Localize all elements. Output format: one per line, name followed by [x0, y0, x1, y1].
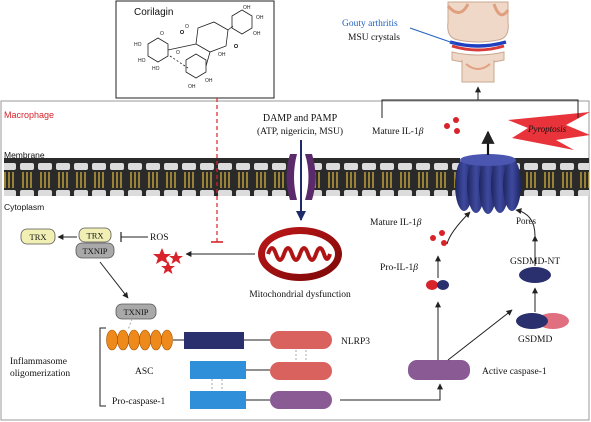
knee-joint-icon	[446, 1, 510, 83]
nlrp3-pyd-domain	[270, 331, 332, 349]
trx-free-pill: TRX	[20, 228, 56, 245]
svg-text:OH: OH	[243, 5, 251, 11]
procaspase-domain	[270, 391, 332, 409]
nt-to-pore-arrow-2	[515, 208, 536, 237]
msu-pointer-line	[409, 27, 457, 45]
svg-text:OH: OH	[253, 31, 261, 37]
svg-text:OH: OH	[188, 84, 196, 90]
procaspase-label: Pro-caspase-1	[112, 397, 166, 407]
asc-card-domain	[190, 361, 246, 379]
mature-il1b-mid-icon	[430, 230, 447, 246]
nlrp3-lrr-domain	[106, 329, 173, 351]
txnip-free-label: TXNIP	[123, 307, 148, 317]
macrophage-label: Macrophage	[4, 110, 54, 120]
nlrp3-nacht-domain	[184, 332, 244, 349]
asc-pyd-domain	[270, 362, 332, 380]
cell-membrane	[4, 158, 589, 196]
txnip-link-dash	[127, 318, 133, 331]
txnip-free-pill: TXNIP	[115, 303, 157, 320]
pores-label: Pores	[516, 216, 536, 226]
svg-text:O: O	[160, 31, 164, 37]
msu-crystals-label: MSU crystals	[348, 33, 400, 43]
svg-text:HO: HO	[138, 58, 146, 64]
caspase-to-gsdmd-arrow	[447, 309, 513, 361]
inflammasome-title-1: Inflammasome	[10, 356, 67, 367]
gsdmd-pore-icon	[455, 154, 521, 214]
svg-text:OH: OH	[256, 15, 264, 21]
active-caspase-shape	[408, 360, 470, 380]
mature-il1b-mid-label: Mature IL-1β	[370, 218, 422, 228]
inflammasome-bracket	[99, 327, 106, 407]
gsdmd-full-icon	[516, 313, 569, 329]
damp-pamp-title: DAMP and PAMP	[263, 113, 338, 124]
release-bracket	[381, 99, 579, 118]
svg-text:HO: HO	[134, 42, 142, 48]
trx-free-label: TRX	[30, 232, 47, 242]
trx-bound-label: TRX	[87, 231, 104, 241]
procaspase-card-domain	[190, 391, 246, 409]
damp-pamp-agents: (ATP, nigericin, MSU)	[257, 126, 343, 137]
to-active-caspase-arrow	[340, 383, 443, 401]
mito-label: Mitochondrial dysfunction	[249, 289, 351, 300]
svg-text:HO: HO	[152, 66, 160, 72]
txnip-bound-label: TXNIP	[82, 246, 107, 256]
txnip-to-nlrp3-arrow	[99, 261, 129, 299]
ros-stars-icon	[153, 248, 183, 274]
corilagin-structure-icon	[147, 9, 253, 79]
pro-il1b-label: Pro-IL-1β	[380, 263, 418, 273]
receptor-channel-icon	[286, 154, 316, 200]
ros-label: ROS	[150, 233, 168, 243]
active-caspase-label: Active caspase-1	[482, 367, 547, 377]
mitochondrion-icon	[258, 227, 342, 281]
corilagin-box	[115, 0, 275, 99]
gsdmd-nt-shape	[519, 267, 551, 283]
svg-text:O: O	[185, 24, 189, 30]
mature-il1b-top-label: Mature IL-1β	[372, 127, 424, 137]
cytoplasm-label: Cytoplasm	[4, 202, 44, 212]
corilagin-atom-labels: OH OH OH HO HO HO OH OH O OH O O	[134, 5, 264, 90]
cell-outline	[0, 100, 590, 421]
gouty-arthritis-label: Gouty arthritis	[342, 19, 398, 29]
il1b-exit-arrow	[446, 211, 471, 245]
trx-txnip-complex: TRX TXNIP	[75, 227, 115, 259]
inflammasome-title-2: oligomerization	[10, 369, 70, 379]
svg-text:OH: OH	[205, 78, 213, 84]
asc-label: ASC	[135, 367, 153, 377]
svg-text:O: O	[176, 50, 180, 56]
membrane-label: Membrane	[4, 150, 45, 160]
mature-il1b-top-icon	[444, 117, 460, 134]
gsdmd-label: GSDMD	[518, 335, 552, 345]
corilagin-title: Corilagin	[134, 7, 173, 18]
pyroptosis-label: Pyroptosis	[527, 124, 567, 134]
svg-text:OH: OH	[218, 52, 226, 58]
nlrp3-label: NLRP3	[341, 337, 370, 347]
pro-il1b-icon	[426, 280, 449, 290]
pyroptosis-burst-icon	[508, 112, 590, 150]
